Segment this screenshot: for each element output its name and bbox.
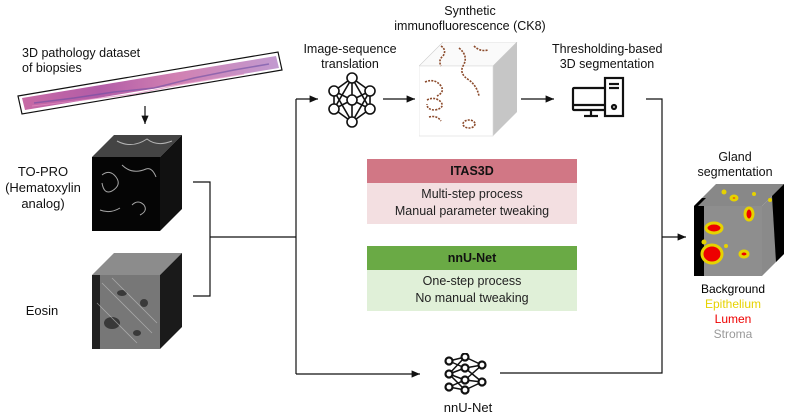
- image-sequence-label-line: Image-sequence: [303, 42, 397, 56]
- legend-stroma: Stroma: [713, 327, 753, 341]
- synthetic-if-label-line: Synthetic: [444, 4, 496, 18]
- image-sequence-label-line: translation: [321, 57, 379, 71]
- image-sequence-label: Image-sequence translation: [300, 42, 400, 72]
- topro-label-line: analog): [21, 196, 65, 211]
- bracket-inputs: [193, 181, 211, 297]
- topro-label-line: TO-PRO: [17, 164, 69, 179]
- segmentation-legend: Background Epithelium Lumen Stroma: [688, 282, 778, 342]
- synthetic-if-label-line: immunofluorescence (CK8): [394, 19, 546, 33]
- neural-network-icon: [444, 353, 487, 395]
- nnunet-description: One-step process No manual tweaking: [367, 270, 577, 311]
- gland-label-line: segmentation: [697, 165, 773, 179]
- topro-label: TO-PRO (Hematoxylin analog): [5, 164, 81, 212]
- threshold-label-line: Thresholding-based: [552, 42, 663, 56]
- eosin-label: Eosin: [25, 303, 59, 318]
- dataset-label-line: 3D pathology dataset: [22, 46, 141, 60]
- legend-lumen: Lumen: [714, 312, 752, 326]
- gland-label-line: Gland: [718, 150, 752, 164]
- gland-segmentation-label: Gland segmentation: [690, 150, 780, 180]
- topro-volume-cube: [92, 135, 182, 231]
- legend-background: Background: [700, 282, 766, 296]
- itas3d-line: Multi-step process: [421, 187, 523, 201]
- threshold-label-line: 3D segmentation: [559, 57, 655, 71]
- itas3d-description: Multi-step process Manual parameter twea…: [367, 183, 577, 224]
- nnunet-title: nnU-Net: [367, 246, 577, 270]
- itas3d-title: ITAS3D: [367, 159, 577, 183]
- eosin-volume-cube: [92, 253, 182, 349]
- nnunet-line: One-step process: [422, 274, 522, 288]
- line-nnunet-to-gland: [500, 237, 663, 374]
- topro-label-line: (Hematoxylin: [5, 180, 81, 195]
- synthetic-if-cube: [419, 42, 518, 137]
- legend-epithelium: Epithelium: [704, 297, 762, 311]
- gland-segmentation-cube: [694, 184, 784, 276]
- neural-network-icon: [328, 72, 376, 128]
- itas3d-box: ITAS3D Multi-step process Manual paramet…: [367, 159, 577, 224]
- dataset-label-line: of biopsies: [22, 61, 82, 75]
- nnunet-icon-label: nnU-Net: [443, 400, 493, 415]
- nnunet-box: nnU-Net One-step process No manual tweak…: [367, 246, 577, 311]
- line-threshold-to-gland: [646, 98, 663, 237]
- computer-icon: [571, 76, 625, 118]
- nnunet-line: No manual tweaking: [415, 291, 529, 305]
- threshold-label: Thresholding-based 3D segmentation: [552, 42, 663, 72]
- dataset-label: 3D pathology dataset of biopsies: [22, 46, 140, 76]
- synthetic-if-label: Synthetic immunofluorescence (CK8): [380, 4, 560, 34]
- itas3d-line: Manual parameter tweaking: [394, 204, 550, 218]
- tissue-strip-icon: [17, 51, 283, 115]
